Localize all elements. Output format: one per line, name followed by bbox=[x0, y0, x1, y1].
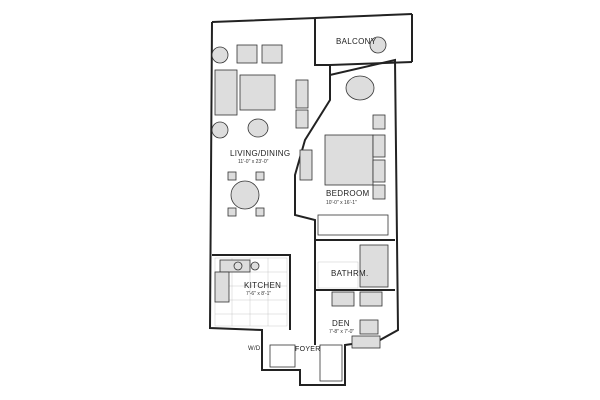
room-dimensions-kitchen: 7'-6" x 8'-1" bbox=[246, 291, 271, 297]
room-label-balcony: BALCONY bbox=[336, 37, 377, 46]
room-label-den: DEN bbox=[332, 319, 350, 328]
room-dimensions-den: 7'-8" x 7'-0" bbox=[329, 329, 354, 335]
interior-walls bbox=[212, 75, 395, 345]
room-label-wd: W/D bbox=[248, 346, 261, 352]
room-dimensions-living-dining: 11'-0" x 23'-0" bbox=[238, 159, 269, 165]
furniture bbox=[211, 36, 389, 382]
room-label-living-dining: LIVING/DINING bbox=[230, 149, 290, 158]
room-dimensions-bedroom: 10'-0" x 16'-1" bbox=[326, 200, 357, 206]
room-label-bedroom: BEDROOM bbox=[326, 189, 369, 198]
room-label-bathroom: BATHRM. bbox=[331, 269, 369, 278]
room-label-foyer: FOYER bbox=[295, 346, 321, 353]
room-label-kitchen: KITCHEN bbox=[244, 281, 281, 290]
